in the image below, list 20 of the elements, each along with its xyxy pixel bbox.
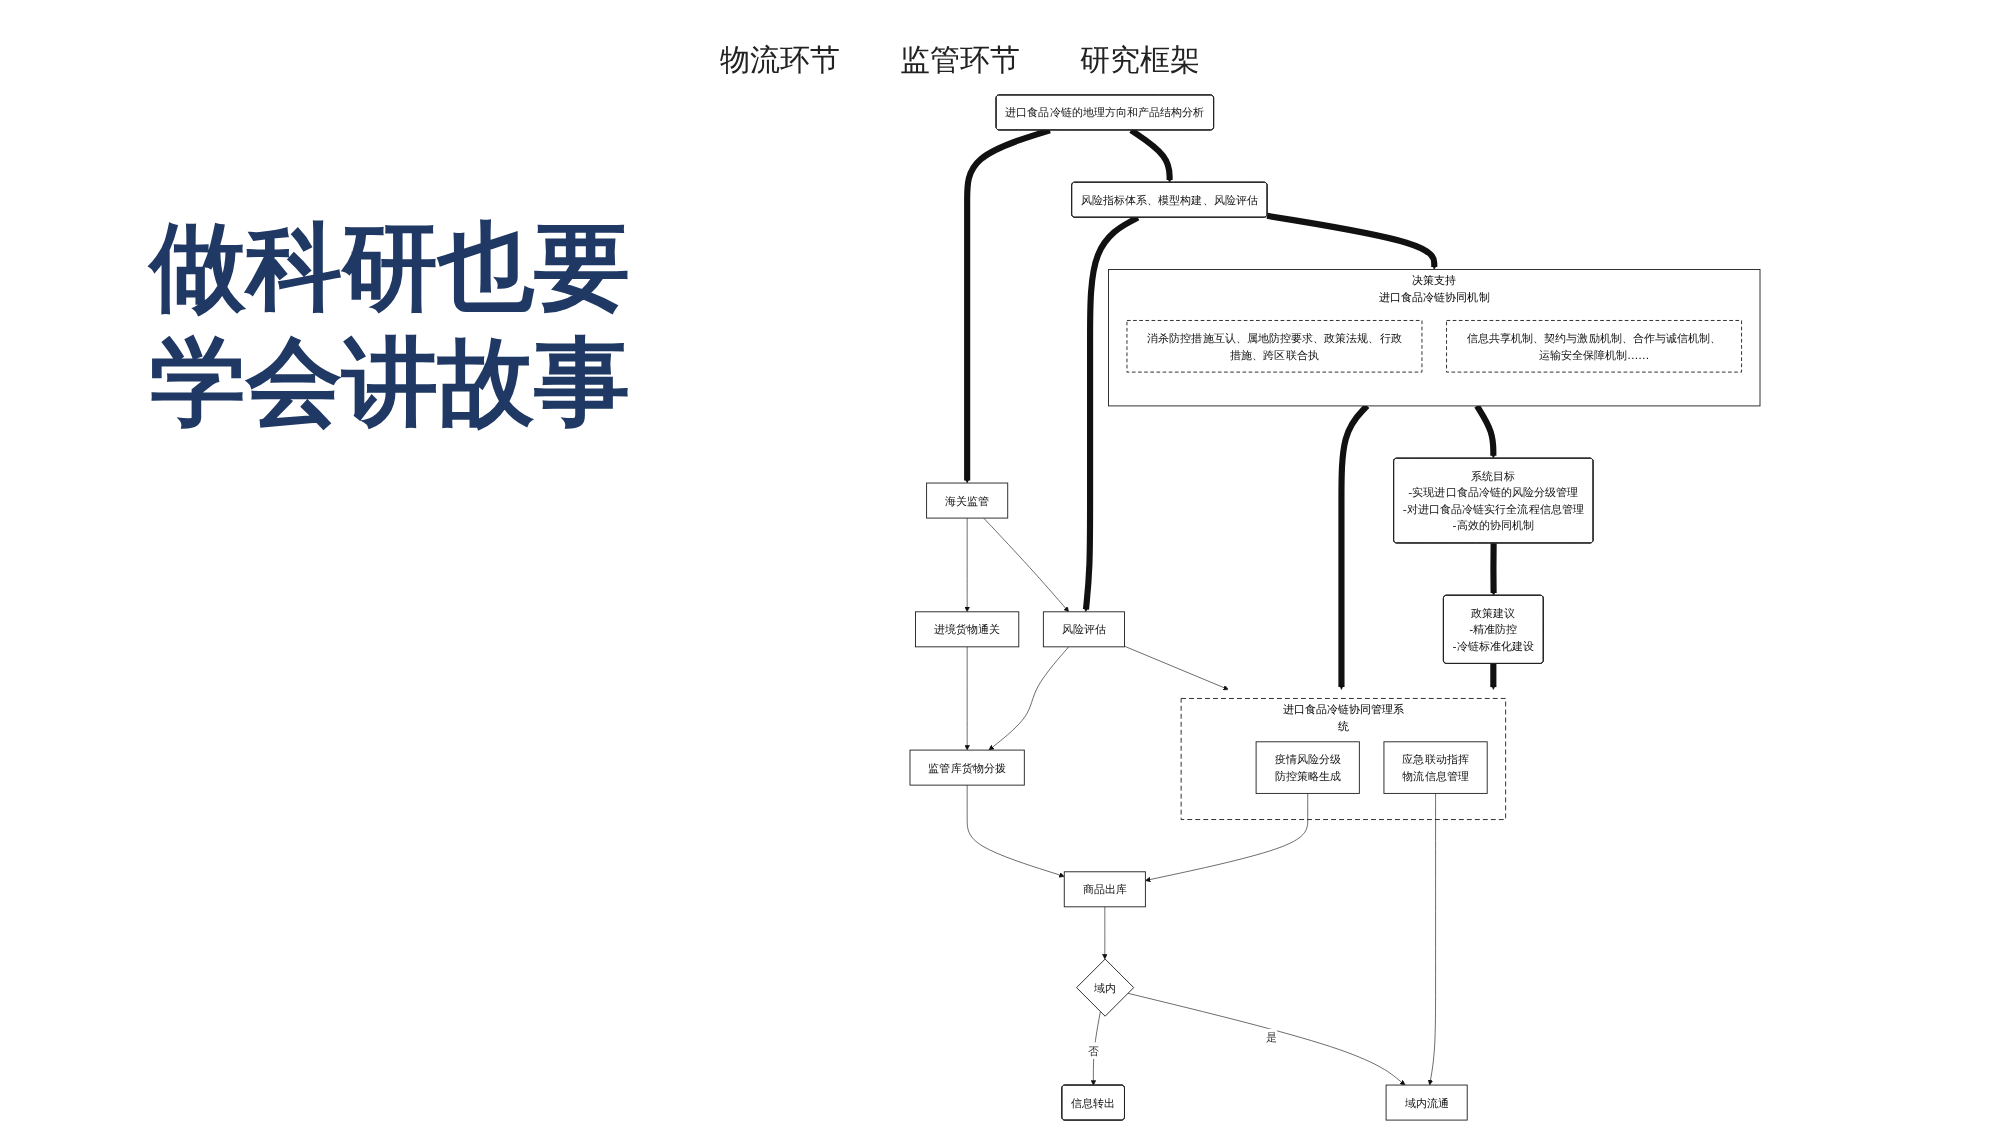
arrow — [1490, 663, 1497, 690]
node-diamond: 域内 — [1076, 958, 1135, 1017]
node-box: 风险评估 — [1042, 611, 1125, 648]
node-box: 疫情风险分级 防控策略生成 — [1255, 741, 1360, 794]
column-heading: 物流环节 — [720, 41, 840, 79]
node-box: 海关监管 — [926, 482, 1009, 519]
arrow — [1474, 404, 1497, 459]
edge-label: 否 — [1087, 1044, 1099, 1058]
node-box: 信息共享机制、契约与激励机制、合作与诚信机制、运输安全保障机制…… — [1446, 320, 1742, 373]
arrow — [1490, 543, 1497, 596]
edge-label: 是 — [1266, 1030, 1278, 1044]
node-box: 域内流通 — [1385, 1084, 1468, 1121]
column-heading: 监管环节 — [900, 41, 1020, 79]
node-box: 商品出库 — [1063, 871, 1146, 908]
column-heading: 研究框架 — [1080, 41, 1200, 79]
node-box: 应急联动指挥 物流信息管理 — [1383, 741, 1488, 794]
arrow — [1266, 212, 1438, 270]
node-box: 消杀防控措施互认、属地防控要求、政策法规、行政措施、跨区联合执 — [1126, 320, 1423, 373]
node-box: 监管库货物分拨 — [909, 749, 1025, 786]
node-box: 进境货物通关 — [915, 611, 1020, 648]
